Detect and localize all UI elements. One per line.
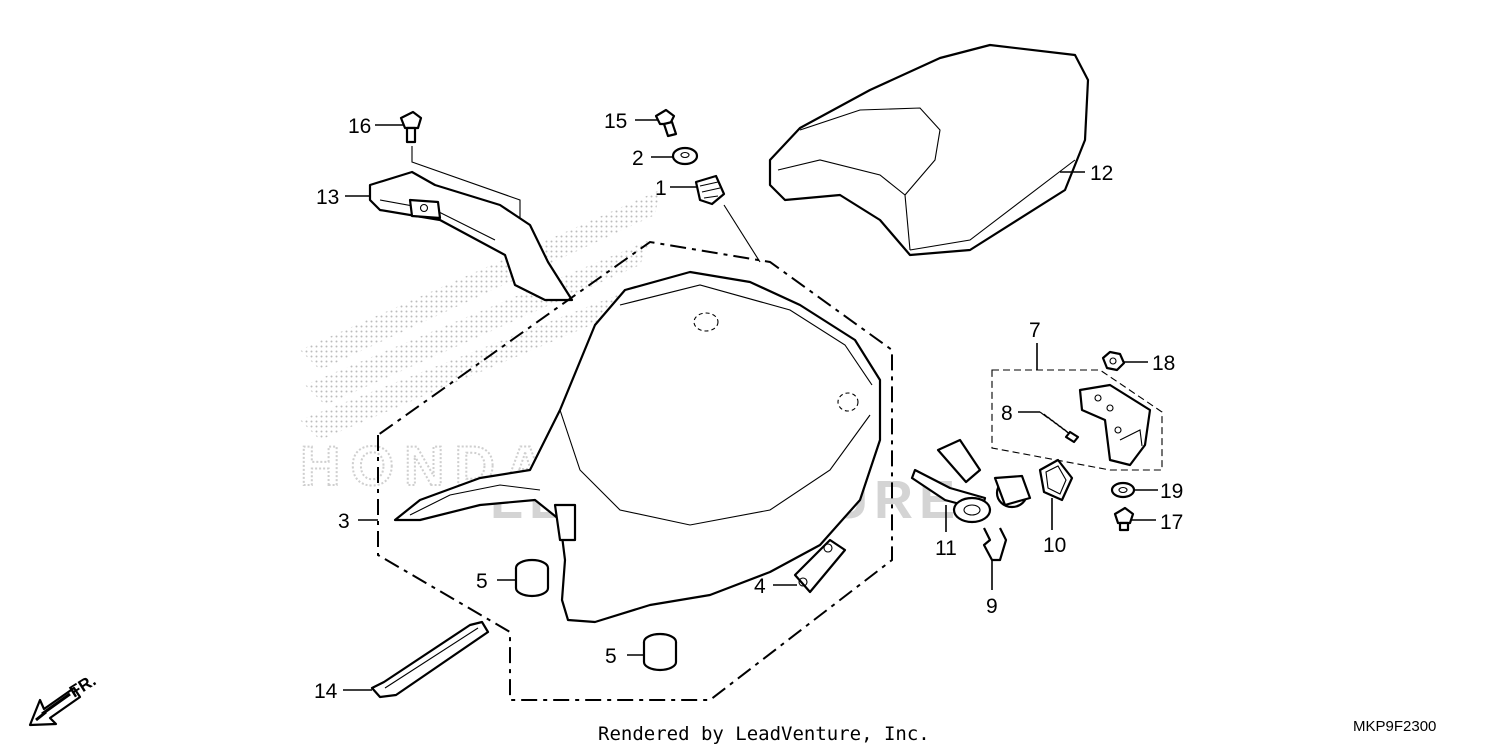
part-1-grommet <box>694 174 726 206</box>
leader-lines <box>343 119 1158 691</box>
part-15-bolt <box>654 108 678 138</box>
part-9-clip <box>982 527 1008 562</box>
callout-14: 14 <box>314 680 338 703</box>
callout-4: 4 <box>754 575 766 598</box>
part-11-key-set <box>910 438 1032 524</box>
callout-9: 9 <box>986 595 998 618</box>
callout-2: 2 <box>632 147 644 170</box>
callout-1: 1 <box>655 177 667 200</box>
callout-8: 8 <box>1001 402 1013 425</box>
part-17-bolt <box>1113 506 1135 532</box>
diagram-code: MKP9F2300 <box>1353 718 1436 735</box>
part-2-washer <box>671 146 699 166</box>
part-5-damper-lower <box>642 632 678 672</box>
callout-10: 10 <box>1043 534 1066 557</box>
callout-labels: 16 13 15 2 1 12 3 4 5 5 14 7 8 18 19 17 … <box>314 110 1183 703</box>
part-3-front-seat <box>393 270 882 624</box>
honda-wing-watermark: HONDA <box>299 190 660 498</box>
part-13-bracket <box>368 170 574 302</box>
callout-3: 3 <box>338 510 350 533</box>
render-credit: Rendered by LeadVenture, Inc. <box>598 723 930 745</box>
callout-11: 11 <box>935 537 957 560</box>
part-5-damper-upper <box>514 558 550 598</box>
part-10-gasket <box>1038 458 1074 502</box>
part-12-rear-seat <box>768 43 1090 257</box>
callout-5-upper: 5 <box>476 570 488 593</box>
callout-19: 19 <box>1160 480 1183 503</box>
callout-15: 15 <box>604 110 627 133</box>
part-7-seat-lock <box>1078 383 1152 467</box>
callout-17: 17 <box>1160 511 1183 534</box>
callout-5-lower: 5 <box>605 645 617 668</box>
front-direction-arrow: FR. <box>28 671 99 727</box>
callout-12: 12 <box>1090 162 1113 185</box>
part-16-bolt <box>399 110 423 144</box>
part-4-cushion <box>793 538 847 594</box>
part-8-spring <box>1039 411 1080 444</box>
part-18-nut <box>1101 350 1126 372</box>
callout-13: 13 <box>316 186 339 209</box>
callout-16: 16 <box>348 115 371 138</box>
callout-7: 7 <box>1029 319 1041 342</box>
part-14-strap <box>370 620 490 699</box>
callout-18: 18 <box>1152 352 1175 375</box>
part-19-washer <box>1110 481 1136 499</box>
